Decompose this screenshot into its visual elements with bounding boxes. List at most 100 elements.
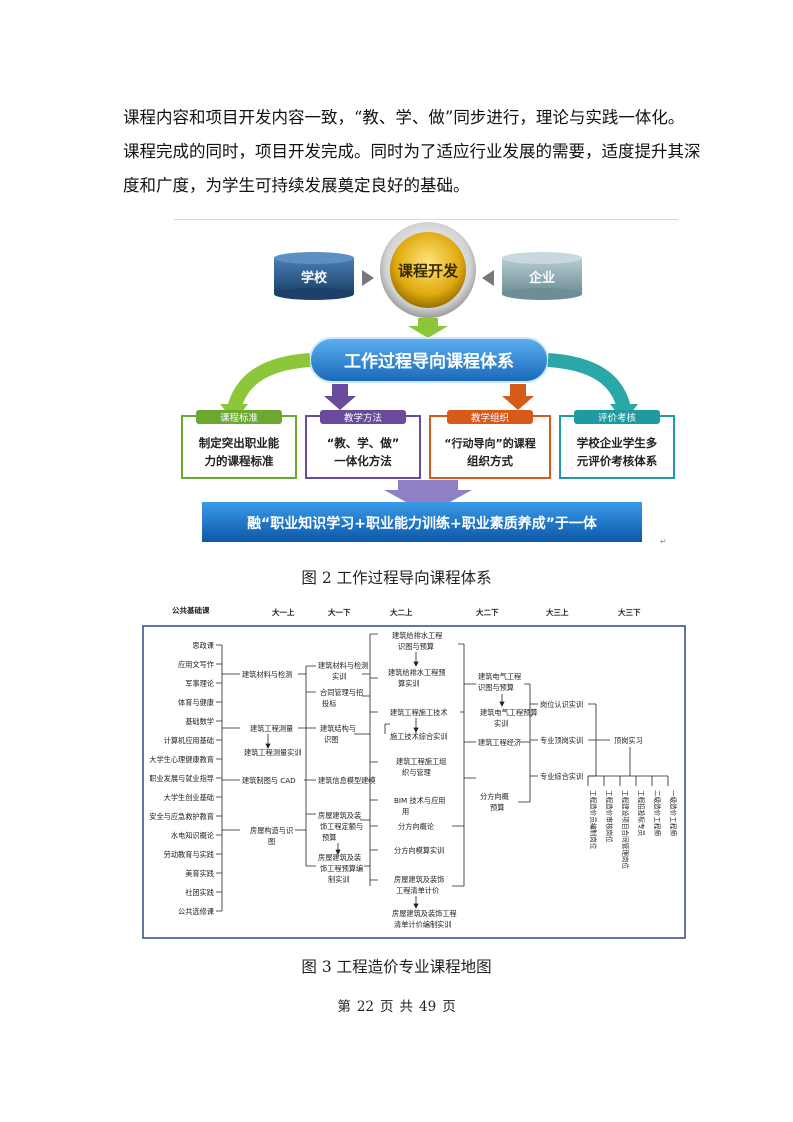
down-arrow-icon xyxy=(408,318,448,338)
svg-text:大学生创业基础: 大学生创业基础 xyxy=(164,793,214,802)
svg-text:岗位认识实训: 岗位认识实训 xyxy=(540,700,583,709)
svg-text:织与管理: 织与管理 xyxy=(402,768,431,777)
svg-text:用: 用 xyxy=(402,807,409,816)
job-positions: 工程造价员编制岗位 工程造价审核岗位 工程建设项目合同管理岗位 工程招投标专员 … xyxy=(589,790,678,870)
svg-text:房屋建筑及装: 房屋建筑及装 xyxy=(318,853,361,862)
main-banner: 工作过程导向课程体系 xyxy=(309,337,549,383)
svg-text:建筑给排水工程: 建筑给排水工程 xyxy=(392,631,442,640)
svg-text:一体化方法: 一体化方法 xyxy=(334,454,392,468)
svg-text:学校企业学生多: 学校企业学生多 xyxy=(577,436,658,450)
card-tab: 评价考核 xyxy=(598,412,637,424)
svg-text:一级造价工程师: 一级造价工程师 xyxy=(669,790,678,837)
header-s2: 大一下 xyxy=(328,607,351,617)
svg-text:建筑工程经济: 建筑工程经济 xyxy=(478,738,521,747)
svg-text:图: 图 xyxy=(268,837,275,846)
arrow-down-orange-icon xyxy=(502,384,534,410)
card-course-standard: 课程标准 制定突出职业能 力的课程标准 xyxy=(181,410,297,479)
paragraph-line: 课程完成的同时，项目开发完成。同时为了适应行业发展的需要，适度提升其深 xyxy=(123,142,701,161)
svg-text:房屋构造与识: 房屋构造与识 xyxy=(250,826,293,835)
svg-text:投标: 投标 xyxy=(322,699,336,708)
enterprise-label: 企业 xyxy=(528,270,555,286)
svg-text:安全与应急救护教育: 安全与应急救护教育 xyxy=(149,812,214,821)
svg-text:计算机应用基础: 计算机应用基础 xyxy=(164,736,214,745)
semester4-courses: 建筑电气工程 识图与预算 建筑电气工程预算 实训 建筑工程经济 分方向概 预算 xyxy=(478,672,538,812)
svg-text:分方向模算实训: 分方向模算实训 xyxy=(394,846,444,855)
figure-course-system-diagram: 学校 企业 课程开发 工作过程导向课程体系 课程标准 制定突出职业能 力的课程标… xyxy=(174,219,678,546)
school-label: 学校 xyxy=(301,270,328,286)
svg-text:合同管理与招: 合同管理与招 xyxy=(320,688,363,697)
semester5-courses: 岗位认识实训 专业顶岗实训 专业综合实训 xyxy=(540,700,583,781)
svg-text:建筑工程施工组: 建筑工程施工组 xyxy=(396,757,446,766)
body-paragraph: 课程内容和项目开发内容一致，“教、学、做”同步进行，理论与实践一体化。 课程完成… xyxy=(123,101,701,203)
card-tab: 教学方法 xyxy=(344,412,382,424)
svg-text:↵: ↵ xyxy=(660,537,667,546)
paragraph-line: 度和广度，为学生可持续发展奠定良好的基础。 xyxy=(123,176,470,195)
header-base: 公共基础课 xyxy=(172,605,210,615)
svg-text:建筑结构与: 建筑结构与 xyxy=(320,724,356,733)
svg-text:制定突出职业能: 制定突出职业能 xyxy=(199,436,280,450)
center-course-development: 课程开发 xyxy=(380,222,476,318)
semester1-courses: 建筑材料与检测 建筑工程测量 建筑工程测量实训 建筑制图与 CAD 房屋构造与识… xyxy=(242,670,302,846)
svg-text:组织方式: 组织方式 xyxy=(467,454,513,468)
svg-text:思政课: 思政课 xyxy=(192,641,214,650)
svg-text:工程造价员编制岗位: 工程造价员编制岗位 xyxy=(589,790,598,850)
svg-text:工程招投标专员: 工程招投标专员 xyxy=(637,790,646,837)
figure-3-caption: 图 3 工程造价专业课程地图 xyxy=(301,958,492,976)
svg-text:工程建设项目合同管理岗位: 工程建设项目合同管理岗位 xyxy=(621,790,630,870)
svg-text:元评价考核体系: 元评价考核体系 xyxy=(577,454,658,468)
svg-text:饰工程定额与: 饰工程定额与 xyxy=(320,822,363,831)
svg-text:建筑工程测量实训: 建筑工程测量实训 xyxy=(244,748,302,757)
svg-text:建筑材料与检测: 建筑材料与检测 xyxy=(242,670,292,679)
arrow-down-big-icon xyxy=(384,480,472,514)
svg-text:“行动导向”的课程: “行动导向”的课程 xyxy=(444,436,535,450)
school-block: 学校 xyxy=(274,252,354,300)
svg-text:建筑制图与 CAD: 建筑制图与 CAD xyxy=(242,776,296,785)
svg-text:房屋建筑及装: 房屋建筑及装 xyxy=(318,811,361,820)
header-s4: 大二下 xyxy=(476,607,499,617)
svg-text:基础数学: 基础数学 xyxy=(185,717,214,726)
svg-text:专业综合实训: 专业综合实训 xyxy=(540,772,583,781)
bottom-banner: 融“职业知识学习+职业能力训练+职业素质养成”于一体 xyxy=(202,502,642,542)
svg-text:算实训: 算实训 xyxy=(398,679,420,688)
svg-text:二级造价工程师: 二级造价工程师 xyxy=(653,790,662,837)
card-teaching-method: 教学方法 “教、学、做” 一体化方法 xyxy=(305,410,421,479)
left-pointer-icon xyxy=(362,270,374,286)
svg-text:建筑信息模型建模: 建筑信息模型建模 xyxy=(318,776,376,785)
base-course-list: 思政课 应用文写作 军事理论 体育与健康 基础数学 计算机应用基础 大学生心理健… xyxy=(149,641,215,916)
svg-text:建筑电气工程: 建筑电气工程 xyxy=(478,672,521,681)
svg-text:识图与预算: 识图与预算 xyxy=(478,683,514,692)
svg-text:BIM 技术与应用: BIM 技术与应用 xyxy=(394,796,445,805)
main-banner-label: 工作过程导向课程体系 xyxy=(344,351,514,372)
svg-text:分方向概: 分方向概 xyxy=(480,792,509,801)
svg-text:大学生心理健康教育: 大学生心理健康教育 xyxy=(149,755,214,764)
arrow-left-curve-icon xyxy=(227,353,311,411)
right-pointer-icon xyxy=(482,270,494,286)
svg-text:军事理论: 军事理论 xyxy=(185,679,215,688)
card-tab: 教学组织 xyxy=(471,412,509,424)
internship: 顶岗实习 xyxy=(614,736,643,745)
svg-text:建筑工程施工技术: 建筑工程施工技术 xyxy=(390,708,448,717)
header-s6: 大三下 xyxy=(618,607,641,617)
svg-text:“教、学、做”: “教、学、做” xyxy=(327,436,400,450)
svg-text:工程造价审核岗位: 工程造价审核岗位 xyxy=(605,790,614,843)
arrow-down-purple-icon xyxy=(324,384,356,410)
svg-text:分方向概论: 分方向概论 xyxy=(398,822,435,831)
card-tab: 课程标准 xyxy=(220,412,259,424)
svg-text:清单计价编制实训: 清单计价编制实训 xyxy=(394,920,452,929)
bottom-banner-label: 融“职业知识学习+职业能力训练+职业素质养成”于一体 xyxy=(247,515,598,532)
arrow-right-curve-icon xyxy=(547,353,631,410)
svg-text:房屋建筑及装饰工程: 房屋建筑及装饰工程 xyxy=(392,909,457,918)
svg-text:美育实践: 美育实践 xyxy=(185,869,214,878)
svg-text:建筑电气工程预算: 建筑电气工程预算 xyxy=(480,708,538,717)
header-s1: 大一上 xyxy=(272,607,295,617)
svg-text:饰工程预算编: 饰工程预算编 xyxy=(320,864,363,873)
svg-text:职业发展与就业指导: 职业发展与就业指导 xyxy=(149,774,214,783)
svg-text:施工技术综合实训: 施工技术综合实训 xyxy=(390,732,448,741)
svg-text:建筑工程测量: 建筑工程测量 xyxy=(250,724,293,733)
svg-text:公共选修课: 公共选修课 xyxy=(178,907,214,916)
page-number: 22 xyxy=(356,999,374,1015)
paragraph-line: 课程内容和项目开发内容一致，“教、学、做”同步进行，理论与实践一体化。 xyxy=(123,108,685,127)
figure-course-map-diagram: 公共基础课 大一上 大一下 大二上 大二下 大三上 大三下 思政课 应用文写作 … xyxy=(142,605,686,939)
header-s5: 大三上 xyxy=(546,607,569,617)
